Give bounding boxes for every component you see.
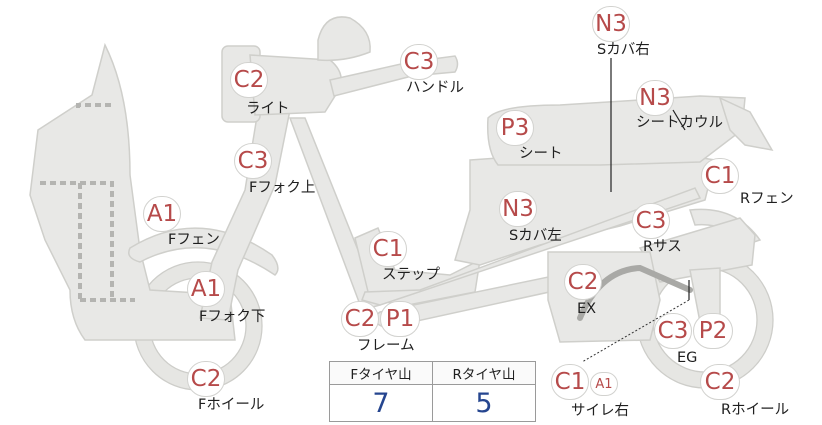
seat-cowl-condition-badge: N3: [636, 80, 674, 116]
frame-condition-badge-c2: C2: [341, 301, 379, 337]
s-cover-left-condition-badge: N3: [499, 191, 537, 227]
tail-cowl-shape: [718, 96, 774, 152]
s-cover-right-label: Sカバ右: [597, 42, 650, 58]
rear-suspension-label: Rサス: [643, 239, 682, 255]
exhaust-condition-badge: C2: [564, 264, 602, 300]
front-fender-condition-badge: A1: [143, 196, 181, 232]
handle-condition-badge: C3: [400, 44, 438, 80]
tire-tread-value-row: 7 5: [329, 384, 536, 422]
handle-cover-shape: [249, 54, 342, 116]
tire-tread-table: Fタイヤ山 Rタイヤ山 7 5: [329, 361, 536, 422]
engine-condition-badge-c3: C3: [654, 313, 692, 349]
front-tire-tread-value: 7: [329, 384, 433, 422]
rear-tire-tread-value: 5: [432, 384, 536, 422]
rear-tire-tread-header: Rタイヤ山: [432, 361, 536, 385]
engine-condition-badge-p2: P2: [693, 313, 733, 349]
fork-upper-label: Fフォク上: [249, 180, 316, 196]
silencer-condition-badge-a1: A1: [590, 372, 618, 396]
front-wheel-condition-badge: C2: [187, 361, 225, 397]
silencer-label: サイレ右: [571, 403, 629, 419]
engine-label: EG: [677, 350, 698, 366]
seat-condition-badge: P3: [496, 110, 534, 146]
rear-suspension-condition-badge: C3: [632, 203, 670, 239]
light-label: ライト: [246, 101, 290, 117]
mirror-shape: [317, 16, 371, 62]
s-cover-right-condition-badge: N3: [592, 6, 630, 42]
rear-wheel-label: Rホイール: [721, 402, 790, 418]
s-cover-left-label: Sカバ左: [509, 228, 562, 244]
front-tire-tread-header: Fタイヤ山: [329, 361, 433, 385]
fork-lower-condition-badge: A1: [187, 271, 225, 307]
exhaust-label: EX: [577, 301, 597, 317]
tire-tread-header-row: Fタイヤ山 Rタイヤ山: [329, 361, 536, 385]
rear-fender-label: Rフェン: [740, 191, 794, 207]
frame-rail-shape: [361, 187, 702, 306]
fork-upper-condition-badge: C3: [234, 143, 272, 179]
seat-cowl-label: シートカウル: [636, 115, 723, 131]
step-label: ステップ: [382, 267, 440, 283]
fork-lower-label: Fフォク下: [199, 309, 266, 325]
frame-condition-badge-p1: P1: [380, 301, 420, 337]
seat-label: シート: [519, 146, 563, 162]
front-fender-label: Fフェン: [168, 232, 220, 248]
seat-shape: [486, 95, 746, 166]
silencer-condition-badge-c1: C1: [551, 364, 589, 400]
light-condition-badge: C2: [230, 62, 268, 98]
engine-block-shape: [547, 251, 661, 343]
rear-fender-condition-badge: C1: [701, 158, 739, 194]
frame-label: フレーム: [357, 338, 415, 354]
handle-label: ハンドル: [406, 80, 464, 96]
step-condition-badge: C1: [369, 231, 407, 267]
rear-wheel-condition-badge: C2: [700, 364, 740, 400]
silencer-leader: [581, 299, 690, 363]
exhaust-pipe-shape: [577, 264, 693, 321]
front-wheel-label: Fホイール: [198, 397, 265, 413]
